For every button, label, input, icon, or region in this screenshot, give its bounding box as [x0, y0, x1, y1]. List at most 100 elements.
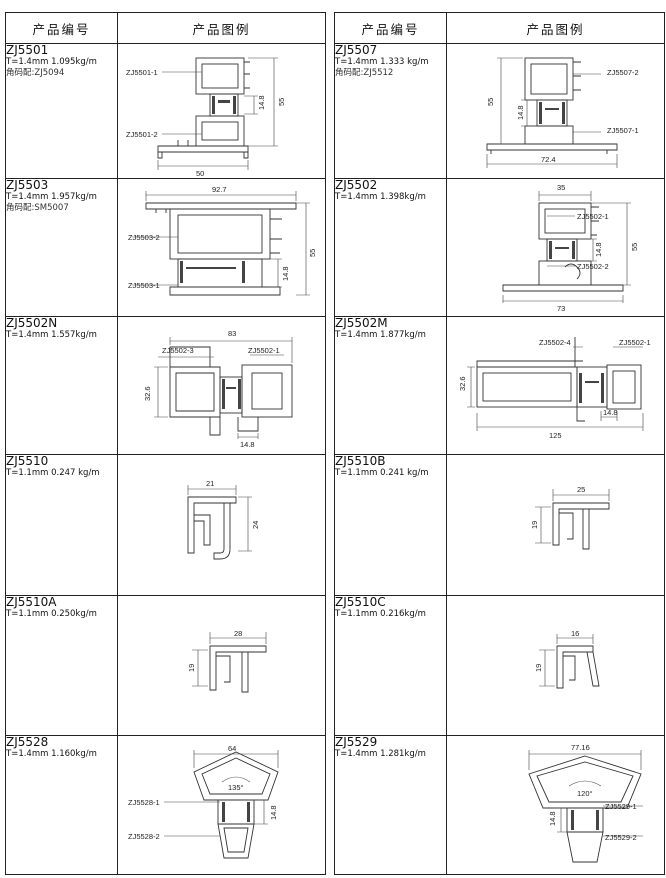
svg-text:ZJ5501-2: ZJ5501-2 [126, 130, 158, 139]
svg-text:55: 55 [277, 98, 286, 106]
svg-text:50: 50 [196, 169, 204, 178]
product-info: ZJ5510B T=1.1mm 0.241 kg/m [334, 454, 447, 596]
svg-text:32.6: 32.6 [143, 386, 152, 401]
svg-text:ZJ5529-1: ZJ5529-1 [605, 802, 637, 811]
profile-drawing-zj5529: 77.16 120° ZJ5529-1 ZJ5529-2 14.8 [528, 743, 643, 863]
product-figure: 21 24 [117, 454, 326, 596]
svg-text:14.8: 14.8 [257, 95, 266, 110]
svg-text:ZJ5529-2: ZJ5529-2 [605, 833, 637, 842]
header-code: 产品编号 [5, 12, 118, 44]
profile-drawing-zj5510: 21 24 [187, 479, 260, 560]
product-info: ZJ5502 T=1.4mm 1.398kg/m [334, 178, 447, 317]
table-row: ZJ5529 T=1.4mm 1.281kg/m 77.16 [334, 735, 665, 875]
product-code: ZJ5502M [335, 316, 388, 330]
table-row: ZJ5510 T=1.1mm 0.247 kg/m 21 24 [5, 454, 326, 596]
svg-text:ZJ5507-2: ZJ5507-2 [607, 68, 639, 77]
product-spec: T=1.1mm 0.241 kg/m [335, 468, 429, 478]
table-row: ZJ5502N T=1.4mm 1.557kg/m [5, 316, 326, 455]
product-code: ZJ5510B [335, 454, 386, 468]
product-figure: ZJ5501-1 ZJ5501-2 55 14.8 50 [117, 43, 326, 179]
product-info: ZJ5529 T=1.4mm 1.281kg/m [334, 735, 447, 875]
svg-text:ZJ5502-1: ZJ5502-1 [577, 212, 609, 221]
product-figure: 28 19 [117, 595, 326, 736]
profile-drawing-zj5502: 35 ZJ5502-1 ZJ5502-2 55 14.8 73 [502, 183, 639, 313]
svg-text:28: 28 [234, 629, 242, 638]
table-row: ZJ5510C T=1.1mm 0.216kg/m 16 19 [334, 595, 665, 736]
product-figure: 16 19 [446, 595, 665, 736]
svg-text:ZJ5528-2: ZJ5528-2 [128, 832, 160, 841]
product-spec: T=1.4mm 1.877kg/m [335, 330, 426, 340]
svg-text:55: 55 [630, 243, 639, 251]
product-figure: 25 19 [446, 454, 665, 596]
svg-text:135°: 135° [228, 783, 244, 792]
svg-text:35: 35 [557, 183, 565, 192]
svg-text:ZJ5503-2: ZJ5503-2 [128, 233, 160, 242]
product-info: ZJ5501 T=1.4mm 1.095kg/m 角码配:ZJ5094 [5, 43, 118, 179]
svg-text:ZJ5528-1: ZJ5528-1 [128, 798, 160, 807]
profile-drawing-zj5501: ZJ5501-1 ZJ5501-2 55 14.8 50 [126, 57, 286, 178]
svg-text:16: 16 [571, 629, 579, 638]
product-code: ZJ5502N [6, 316, 58, 330]
product-code: ZJ5507 [335, 43, 378, 57]
profile-drawing-zj5510c: 16 19 [534, 629, 600, 689]
svg-text:14.8: 14.8 [269, 805, 278, 820]
svg-text:73: 73 [557, 304, 565, 313]
header-code: 产品编号 [334, 12, 447, 44]
product-info: ZJ5528 T=1.4mm 1.160kg/m [5, 735, 118, 875]
corner-fitting: 角码配:ZJ5512 [335, 68, 394, 78]
svg-text:125: 125 [549, 431, 562, 440]
svg-text:14.8: 14.8 [281, 266, 290, 281]
svg-text:24: 24 [251, 521, 260, 529]
product-spec: T=1.4mm 1.957kg/m [6, 192, 97, 202]
profile-drawing-zj5502m: 32.6 ZJ5502-4 ZJ5502-1 14.8 125 [458, 337, 651, 440]
product-spec: T=1.4mm 1.281kg/m [335, 749, 426, 759]
svg-text:ZJ5502-3: ZJ5502-3 [162, 346, 194, 355]
svg-text:19: 19 [187, 664, 196, 672]
product-code: ZJ5528 [6, 735, 49, 749]
svg-text:21: 21 [206, 479, 214, 488]
svg-text:83: 83 [228, 329, 236, 338]
profile-drawing-zj5510b: 25 19 [530, 485, 610, 550]
product-spec: T=1.1mm 0.250kg/m [6, 609, 97, 619]
svg-text:14.8: 14.8 [240, 440, 255, 449]
product-info: ZJ5503 T=1.4mm 1.957kg/m 角码配:SM5007 [5, 178, 118, 317]
product-code: ZJ5529 [335, 735, 378, 749]
product-figure: 92.7 ZJ5503-2 ZJ5503-1 55 14.8 [117, 178, 326, 317]
svg-text:ZJ5507-1: ZJ5507-1 [607, 126, 639, 135]
svg-text:ZJ5502-2: ZJ5502-2 [577, 262, 609, 271]
svg-text:25: 25 [577, 485, 585, 494]
product-info: ZJ5510C T=1.1mm 0.216kg/m [334, 595, 447, 736]
header-figure: 产品图例 [117, 12, 326, 44]
svg-text:14.8: 14.8 [594, 242, 603, 257]
svg-text:19: 19 [530, 521, 539, 529]
product-figure: 77.16 120° ZJ5529-1 ZJ5529-2 14.8 [446, 735, 665, 875]
profile-drawing-zj5510a: 28 19 [187, 629, 267, 693]
svg-text:55: 55 [308, 249, 317, 257]
product-spec: T=1.4mm 1.160kg/m [6, 749, 97, 759]
product-info: ZJ5507 T=1.4mm 1.333 kg/m 角码配:ZJ5512 [334, 43, 447, 179]
corner-fitting: 角码配:ZJ5094 [6, 68, 65, 78]
svg-text:120°: 120° [577, 789, 593, 798]
table-row: ZJ5502 T=1.4mm 1.398kg/m [334, 178, 665, 317]
product-info: ZJ5510A T=1.1mm 0.250kg/m [5, 595, 118, 736]
product-code: ZJ5510 [6, 454, 49, 468]
svg-text:14.8: 14.8 [548, 811, 557, 826]
table-row: ZJ5503 T=1.4mm 1.957kg/m 角码配:SM5007 [5, 178, 326, 317]
profile-drawing-zj5502n: 83 ZJ5502-3 ZJ5502-1 32.6 14.8 [143, 329, 293, 449]
product-spec: T=1.1mm 0.247 kg/m [6, 468, 100, 478]
table-row: ZJ5528 T=1.4mm 1.160kg/m [5, 735, 326, 875]
product-info: ZJ5502M T=1.4mm 1.877kg/m [334, 316, 447, 455]
table-header: 产品编号 产品图例 [5, 12, 326, 44]
svg-text:ZJ5502-1: ZJ5502-1 [248, 346, 280, 355]
product-figure: ZJ5507-2 ZJ5507-1 55 14.8 72.4 [446, 43, 665, 179]
svg-text:ZJ5502-1: ZJ5502-1 [619, 338, 651, 347]
product-figure: 32.6 ZJ5502-4 ZJ5502-1 14.8 125 [446, 316, 665, 455]
table-header: 产品编号 产品图例 [334, 12, 665, 44]
svg-text:19: 19 [534, 664, 543, 672]
profile-drawing-zj5507: ZJ5507-2 ZJ5507-1 55 14.8 72.4 [486, 57, 639, 168]
table-row: ZJ5501 T=1.4mm 1.095kg/m 角码配:ZJ5094 [5, 43, 326, 179]
product-code: ZJ5510C [335, 595, 386, 609]
profile-drawing-zj5503: 92.7 ZJ5503-2 ZJ5503-1 55 14.8 [128, 185, 317, 296]
svg-text:14.8: 14.8 [516, 105, 525, 120]
